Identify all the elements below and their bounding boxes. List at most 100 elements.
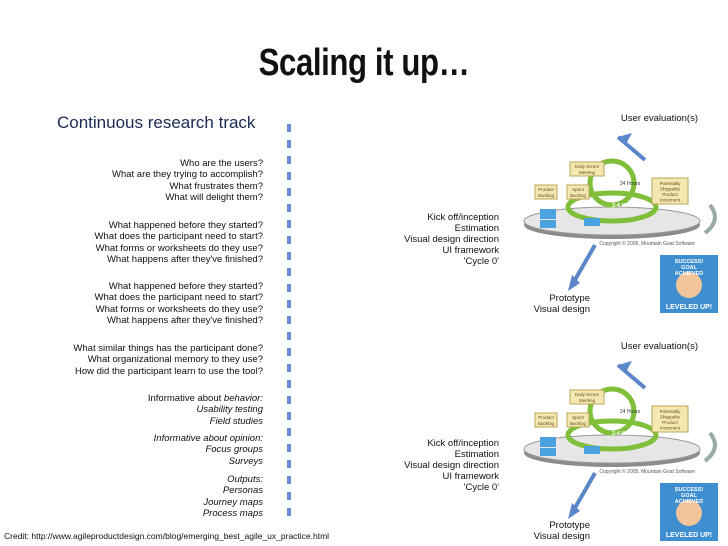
sprint-backlog-text: Sprint bbox=[572, 187, 585, 192]
increment-box bbox=[651, 405, 689, 433]
product-backlog-text: Product bbox=[538, 187, 554, 192]
kickoff-line: 'Cycle 0' bbox=[463, 256, 499, 267]
daily-loop bbox=[587, 158, 637, 208]
question-text: How did the participant learn to use the… bbox=[74, 365, 263, 377]
daily-scrum-box bbox=[569, 161, 605, 177]
backlog-block bbox=[540, 437, 556, 447]
product-backlog-text: Backlog bbox=[538, 193, 555, 198]
product-backlog-text: Product bbox=[538, 415, 554, 420]
question-text: What does the participant need to start? bbox=[94, 231, 263, 243]
badge-face bbox=[676, 500, 702, 526]
arrow-head bbox=[618, 361, 632, 372]
question-text: What happens after they've finished? bbox=[106, 254, 263, 266]
increment-box bbox=[651, 177, 689, 205]
kickoff-line: Estimation bbox=[454, 223, 499, 234]
question-text: What happened before they started? bbox=[108, 281, 263, 292]
prototype-label: Prototype Visual design bbox=[534, 520, 590, 542]
questions-before-start-repeat: What happened before they started? What … bbox=[95, 281, 263, 327]
credit-text: Credit: http://www.agileproductdesign.co… bbox=[4, 531, 330, 541]
badge-text: SUCCESS! bbox=[675, 259, 704, 265]
behavior-block: Informative about behavior: Usability te… bbox=[148, 393, 263, 427]
prototype-line: Visual design bbox=[533, 531, 590, 542]
arrow-down-prototype bbox=[570, 244, 597, 286]
kickoff-line: UI framework bbox=[442, 471, 499, 482]
increment-text: Shippable bbox=[660, 415, 681, 420]
kickoff-line: UI framework bbox=[442, 245, 499, 256]
kickoff-line: Kick off/inception bbox=[427, 212, 499, 223]
question-text: What forms or worksheets do they use? bbox=[95, 242, 263, 254]
increment-text: Potentially bbox=[660, 181, 682, 186]
daily-scrum-text: Daily Scrum bbox=[575, 164, 600, 169]
badge-text: ACHIEVED bbox=[675, 499, 703, 505]
product-backlog-text: Backlog bbox=[538, 421, 555, 426]
backlog-block bbox=[540, 209, 556, 219]
question-text: What forms or worksheets do they use? bbox=[95, 303, 263, 315]
question-text: What happened before they started? bbox=[108, 220, 263, 231]
kickoff-line: Visual design direction bbox=[404, 460, 499, 471]
behavior-keyword: behavior: bbox=[223, 393, 263, 404]
kickoff-label: Kick off/inception Estimation Visual des… bbox=[404, 438, 499, 493]
question-text: Who are the users? bbox=[180, 158, 263, 169]
opinion-item: Focus groups bbox=[205, 444, 263, 456]
arrow-head bbox=[568, 503, 580, 519]
sprint-backlog-box bbox=[566, 184, 590, 200]
question-text: What does the participant need to start? bbox=[94, 292, 263, 304]
sprint-backlog-text: Backlog bbox=[570, 421, 587, 426]
weeks-text: 2-4 Weeks bbox=[612, 203, 639, 209]
prototype-line: Prototype bbox=[549, 520, 590, 531]
increment-text: Potentially bbox=[660, 409, 682, 414]
kickoff-label: Kick off/inception Estimation Visual des… bbox=[404, 212, 499, 267]
user-evaluation-label: User evaluation(s) bbox=[620, 113, 698, 124]
badge-text: LEVELED UP! bbox=[666, 532, 712, 539]
copyright-text: Copyright © 2005, Mountain Goat Software bbox=[599, 240, 695, 247]
hours-text: 24 Hours bbox=[620, 409, 641, 415]
badge-text: SUCCESS! bbox=[675, 487, 704, 493]
daily-loop bbox=[587, 386, 637, 436]
backlog-block bbox=[584, 218, 600, 226]
increment-text: Product bbox=[662, 420, 678, 425]
kickoff-line: Visual design direction bbox=[404, 234, 499, 245]
arrow-head bbox=[618, 133, 632, 144]
outputs-item: Process maps bbox=[202, 508, 263, 520]
user-evaluation-label: User evaluation(s) bbox=[620, 341, 698, 352]
badge-face bbox=[676, 272, 702, 298]
outputs-block: Outputs: Personas Journey maps Process m… bbox=[203, 474, 263, 520]
badge-text: GOAL bbox=[681, 493, 698, 499]
product-backlog-box bbox=[534, 412, 558, 428]
weeks-text: 2-4 Weeks bbox=[612, 431, 639, 437]
question-text: What happens after they've finished? bbox=[106, 315, 263, 327]
outputs-heading: Outputs: bbox=[227, 474, 263, 485]
divider-dashed-line bbox=[287, 124, 291, 524]
badge-text: LEVELED UP! bbox=[666, 304, 712, 311]
question-text: What frustrates them? bbox=[169, 180, 263, 192]
increment-text: Increment bbox=[660, 426, 681, 431]
sprint-loop bbox=[565, 418, 659, 452]
daily-scrum-text: Meeting bbox=[579, 398, 596, 403]
slide-title: Scaling it up… bbox=[258, 42, 470, 84]
prototype-line: Visual design bbox=[533, 304, 590, 315]
question-text: What are they trying to accomplish? bbox=[111, 169, 263, 181]
opinion-heading: Informative about opinion: bbox=[153, 433, 263, 444]
sprint-backlog-box bbox=[566, 412, 590, 428]
product-backlog-box bbox=[534, 184, 558, 200]
daily-scrum-text: Meeting bbox=[579, 170, 596, 175]
kickoff-line: 'Cycle 0' bbox=[463, 482, 499, 493]
behavior-item: Field studies bbox=[209, 415, 263, 427]
questions-before-start: What happened before they started? What … bbox=[95, 220, 263, 266]
curl-arrow-icon bbox=[703, 431, 717, 463]
opinion-block: Informative about opinion: Focus groups … bbox=[154, 433, 263, 467]
question-text: What similar things has the participant … bbox=[73, 343, 263, 354]
sprint-loop bbox=[565, 190, 659, 224]
track-title: Continuous research track bbox=[57, 113, 256, 132]
questions-users: Who are the users? What are they trying … bbox=[112, 158, 263, 204]
sprint-diagram: Daily Scrum Meeting Product Backlog Spri… bbox=[523, 361, 718, 541]
behavior-heading: Informative about behavior: bbox=[148, 393, 263, 404]
prototype-label: Prototype Visual design bbox=[534, 293, 590, 315]
backlog-block bbox=[540, 220, 556, 228]
badge-text: GOAL bbox=[681, 265, 698, 271]
increment-text: Product bbox=[662, 192, 678, 197]
backlog-block bbox=[584, 446, 600, 454]
kickoff-line: Estimation bbox=[454, 449, 499, 460]
daily-scrum-box bbox=[569, 389, 605, 405]
badge-text: ACHIEVED bbox=[675, 271, 703, 277]
